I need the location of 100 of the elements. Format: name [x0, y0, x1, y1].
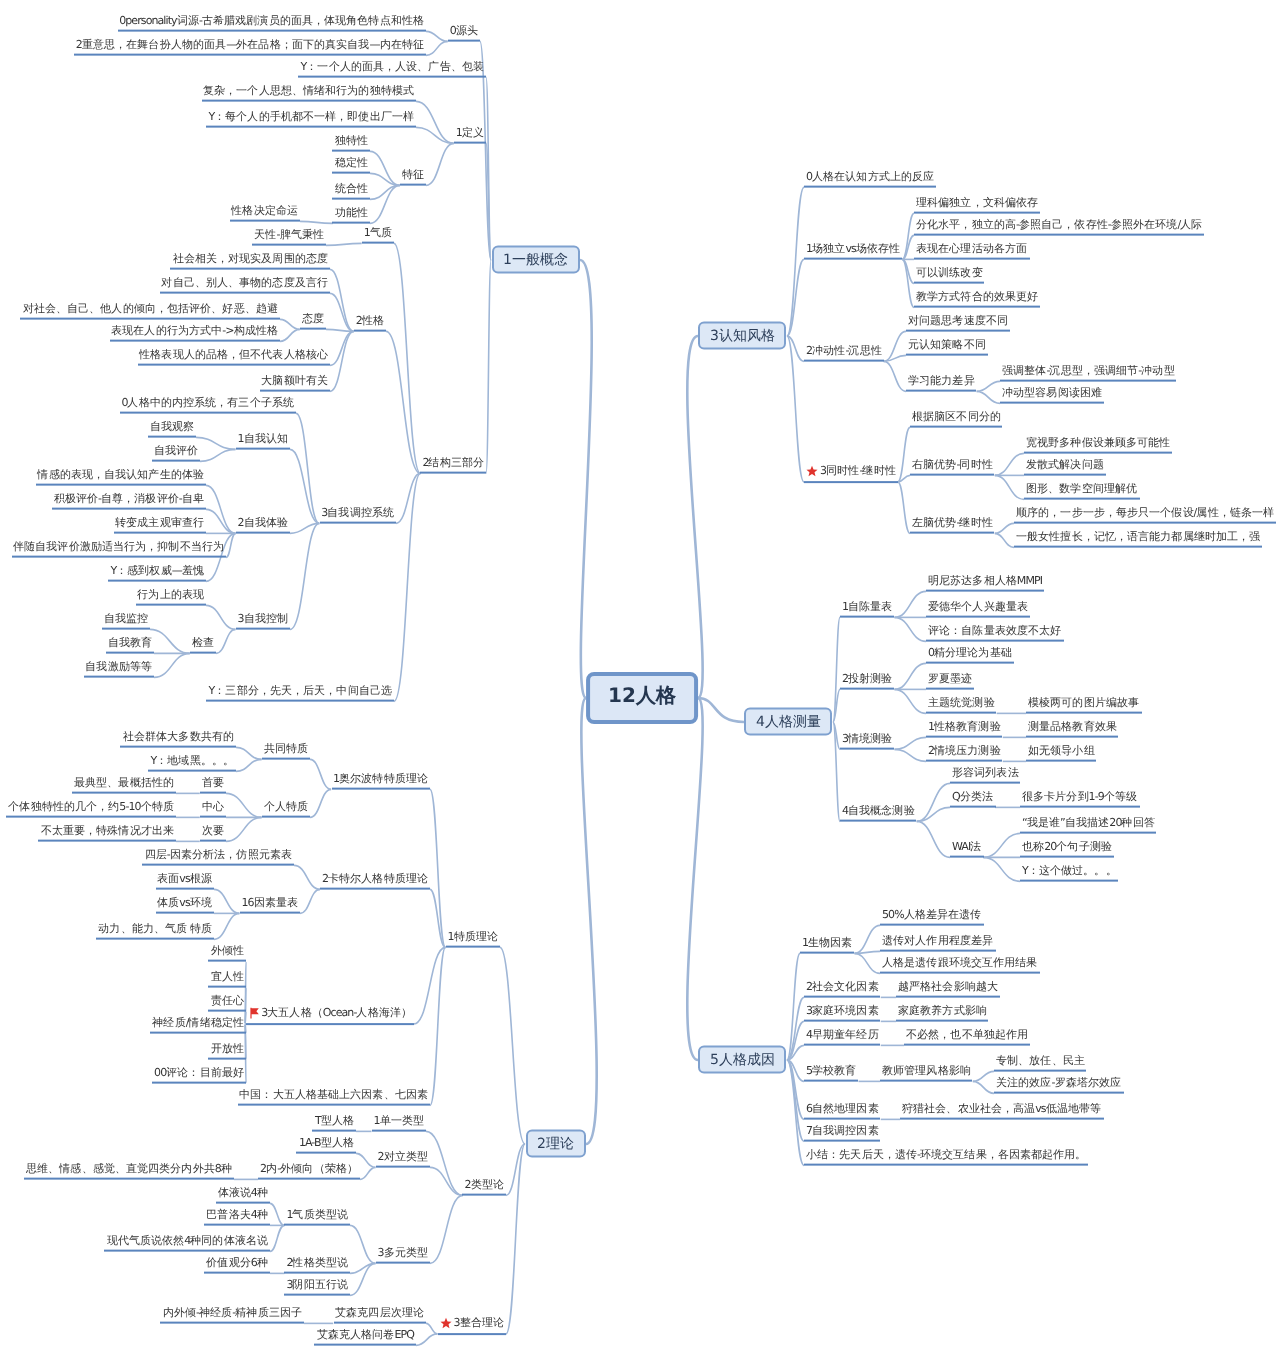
connector-line	[309, 788, 332, 819]
connector-line	[349, 1262, 377, 1275]
connector-line	[995, 712, 1027, 715]
connector-line	[425, 142, 455, 187]
connector-line	[897, 481, 911, 535]
connector-line	[994, 452, 1025, 477]
connector-line	[975, 380, 1001, 393]
connector-line	[982, 856, 1021, 883]
connector-line	[879, 1020, 897, 1023]
connector-line	[325, 242, 363, 247]
connector-line	[883, 360, 907, 393]
connector-line	[994, 532, 1015, 549]
connector-line	[215, 628, 237, 655]
connector-line	[425, 1322, 439, 1335]
connector-line	[415, 126, 455, 145]
connector-line	[369, 172, 401, 187]
underlined-topic	[437, 1317, 506, 1335]
connector-line	[425, 30, 449, 43]
connector-line	[205, 484, 237, 535]
connector-line	[786, 952, 801, 1061]
connector-line	[994, 474, 1025, 477]
connector-line	[213, 888, 241, 915]
connector-line	[303, 1322, 334, 1325]
connector-line	[429, 1194, 464, 1265]
connector-line	[883, 330, 907, 363]
connector-line	[393, 242, 422, 475]
connector-line	[915, 782, 951, 823]
connector-line	[369, 150, 401, 187]
connector-line	[295, 412, 321, 525]
connector-line	[225, 792, 263, 819]
connector-line	[329, 268, 355, 333]
connector-line	[853, 950, 881, 955]
connector-line	[359, 1166, 377, 1181]
connector-line	[832, 721, 841, 751]
connector-line	[915, 806, 951, 823]
connector-line	[279, 318, 301, 331]
connector-line	[893, 688, 927, 715]
connector-line	[244, 986, 247, 1025]
connector-line	[786, 335, 805, 363]
connector-line	[393, 472, 422, 703]
connector-line	[686, 335, 704, 699]
connector-line	[901, 234, 915, 261]
connector-line	[355, 1130, 373, 1133]
connector-line	[244, 1010, 247, 1025]
connector-line	[195, 436, 237, 451]
connector-line	[786, 1059, 805, 1143]
connector-line	[832, 688, 841, 723]
connector-line	[901, 258, 915, 309]
connector-line	[269, 1272, 286, 1275]
connector-line	[879, 1044, 905, 1047]
connector-line	[244, 960, 247, 1025]
connector-line	[244, 1023, 247, 1085]
connector-line	[901, 212, 915, 261]
connector-line	[269, 1224, 286, 1253]
connector-line	[580, 697, 598, 1145]
connector-line	[893, 590, 927, 619]
connector-line	[853, 924, 881, 955]
connector-line	[325, 328, 355, 333]
connector-line	[329, 330, 355, 367]
connector-line	[199, 448, 237, 463]
connector-line	[289, 522, 321, 631]
connector-line	[485, 259, 492, 475]
connector-line	[972, 1070, 995, 1083]
connector-line	[1001, 760, 1027, 763]
connector-line	[429, 946, 447, 1107]
connector-line	[235, 758, 263, 773]
connector-line	[205, 508, 237, 535]
connector-line	[299, 220, 334, 225]
connector-line	[499, 946, 526, 1145]
connector-line	[786, 1059, 805, 1167]
connector-line	[213, 912, 241, 941]
connector-line	[786, 1059, 805, 1083]
connector-line	[786, 1020, 805, 1061]
connector-line	[329, 292, 355, 333]
connector-line	[429, 888, 447, 949]
connector-line	[205, 604, 237, 631]
central-topic-box: 12人格	[586, 672, 698, 724]
connector-line	[415, 100, 455, 145]
connector-line	[578, 259, 593, 699]
connector-line	[994, 474, 1025, 501]
connector-line	[279, 328, 301, 343]
connector-line	[786, 1059, 805, 1121]
connector-line	[879, 1118, 901, 1121]
connector-line	[369, 184, 401, 225]
connector-line	[349, 1224, 377, 1265]
connector-line	[901, 258, 915, 285]
connector-line	[289, 522, 321, 535]
connector-line	[893, 736, 927, 751]
connector-line	[355, 1152, 377, 1169]
connector-line	[832, 616, 841, 723]
connector-line	[786, 1044, 805, 1061]
connector-line	[349, 1262, 377, 1297]
connector-line	[485, 142, 492, 261]
connector-line	[205, 532, 237, 583]
connector-line	[225, 816, 263, 843]
connector-line	[893, 748, 927, 763]
connector-line	[786, 996, 805, 1061]
connector-line	[982, 832, 1021, 859]
connector-line	[213, 912, 241, 915]
connector-line	[893, 662, 927, 691]
